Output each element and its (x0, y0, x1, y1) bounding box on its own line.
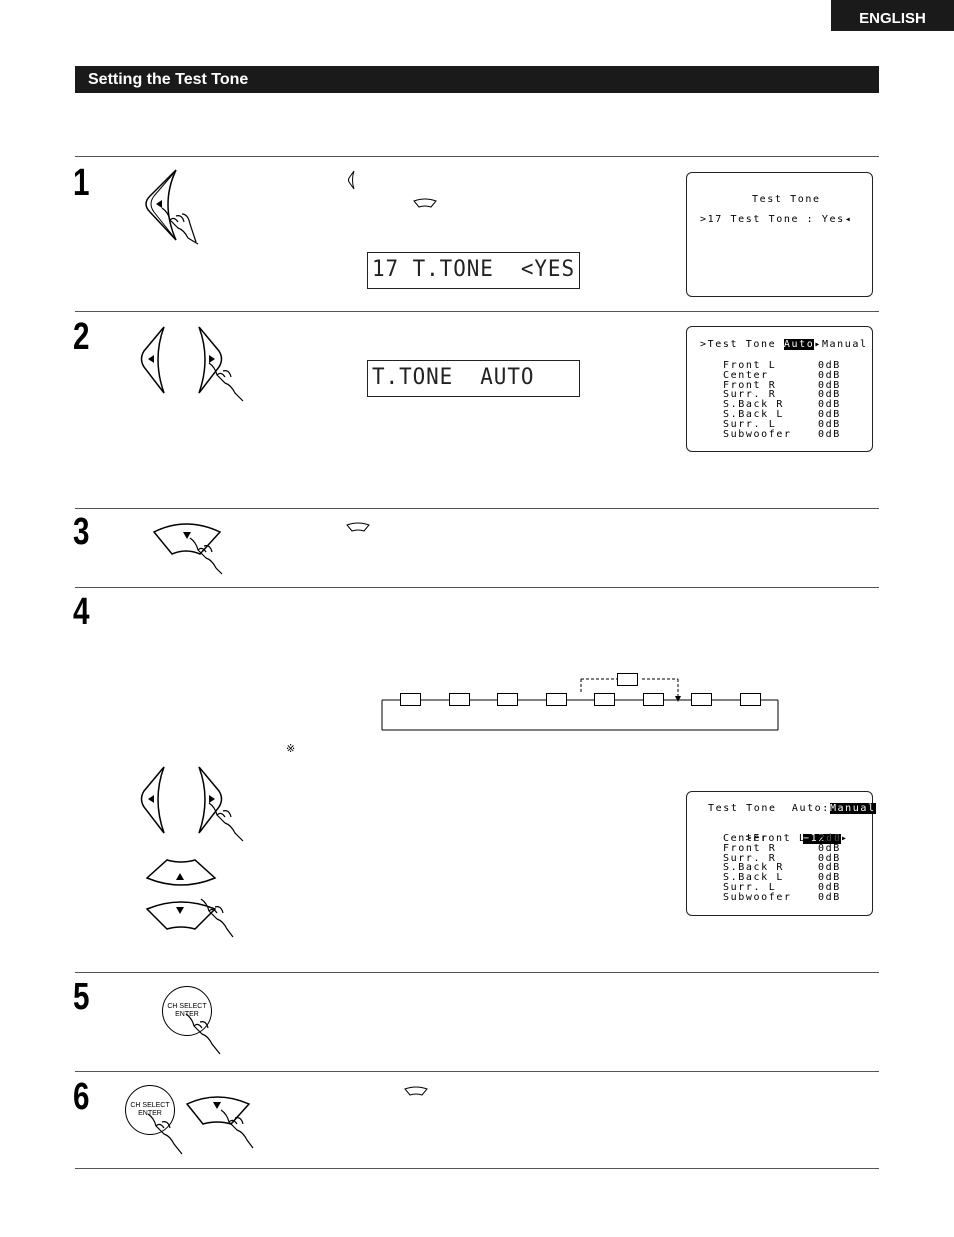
down-arrow-icon (413, 198, 437, 208)
divider (75, 1071, 879, 1072)
osd-header: >Test Tone Auto▸Manual (700, 339, 868, 350)
osd-screen: Test Tone >17 Test Tone : Yes◂ (686, 172, 873, 297)
channel-name: Front L (723, 360, 777, 371)
left-arrow-button-icon (145, 169, 199, 245)
divider (75, 311, 879, 312)
osd-channel-row: Subwoofer 0dB (723, 428, 863, 440)
reference-mark: ※ (286, 742, 296, 755)
osd-channel-row: Front R 0dB (723, 842, 863, 854)
section-title: Setting the Test Tone (75, 66, 879, 93)
channel-name: Surr. R (723, 389, 777, 401)
ch-select-enter-button: CH SELECT ENTER (125, 1085, 175, 1135)
flow-box (643, 693, 664, 706)
up-arrow-button-icon (145, 859, 217, 886)
osd-channel-row: S.Back L 0dB (723, 873, 863, 883)
hand-icon (147, 1113, 183, 1155)
step-number: 6 (73, 1076, 90, 1118)
osd-channel-row: Surr. L 0dB (723, 883, 863, 893)
osd-channel-row: Center 0dB (723, 834, 863, 844)
channel-name: Front R (723, 379, 777, 391)
language-tab: ENGLISH (831, 0, 954, 31)
down-arrow-icon (346, 522, 370, 532)
left-arrow-icon (348, 170, 355, 190)
step-number: 1 (73, 162, 90, 204)
lcd-display: T.TONE AUTO (367, 360, 580, 397)
flow-box (691, 693, 712, 706)
channel-name: Surr. R (723, 852, 777, 864)
flow-box (497, 693, 518, 706)
right-arrow-button-icon (198, 326, 244, 402)
channel-level: 0dB (818, 882, 841, 893)
osd-channel-row: Subwoofer 0dB (723, 891, 863, 903)
channel-level: 0dB (818, 418, 841, 430)
hand-icon (185, 1013, 221, 1055)
channel-level: 0dB (818, 862, 841, 874)
down-arrow-icon (404, 1086, 428, 1096)
osd-channel-row: S.Back L 0dB (723, 410, 863, 420)
osd-channel-row: Surr. R 0dB (723, 390, 863, 400)
channel-name: S.Back L (723, 409, 784, 420)
channel-level: 0dB (818, 872, 841, 884)
osd-selected-row: >Front L−12dB▸ (745, 833, 849, 844)
channel-level: 0dB (818, 399, 841, 411)
flow-box (594, 693, 615, 706)
channel-level: 0dB (818, 842, 841, 854)
channel-level: 0dB (818, 852, 841, 864)
divider (75, 508, 879, 509)
osd-channel-row: Surr. R 0dB (723, 852, 863, 864)
osd-channel-row: Front L 0dB (723, 361, 863, 371)
flow-diagram (381, 678, 779, 731)
channel-level: 0dB (818, 369, 841, 381)
channel-name: Subwoofer (723, 428, 792, 440)
channel-name: S.Back R (723, 399, 784, 411)
channel-name: Surr. L (723, 418, 777, 430)
flow-box (617, 673, 638, 686)
channel-level: 0dB (818, 428, 841, 440)
channel-name: Center (723, 369, 769, 381)
divider (75, 587, 879, 588)
right-arrow-button-icon (198, 766, 244, 842)
divider (75, 156, 879, 157)
flow-box (740, 693, 761, 706)
osd-screen: >Test Tone Auto▸Manual Front L 0dB Center 0… (686, 326, 873, 452)
lcd-display: 17 T.TONE <YES (367, 252, 580, 289)
divider (75, 1168, 879, 1169)
step-number: 5 (73, 976, 90, 1018)
osd-channel-row: Front R 0dB (723, 379, 863, 391)
step-number: 3 (73, 511, 90, 553)
osd-line: >17 Test Tone : Yes◂ (700, 214, 853, 225)
channel-name: Subwoofer (723, 891, 792, 903)
channel-level: 0dB (818, 379, 841, 391)
osd-channel-row: Center 0dB (723, 369, 863, 381)
osd-channel-row: S.Back R 0dB (723, 400, 863, 410)
osd-header: Test Tone Auto:Manual (708, 803, 876, 814)
divider (75, 972, 879, 973)
channel-level: 0dB (818, 360, 841, 371)
down-arrow-button-icon (152, 523, 223, 575)
flow-box (449, 693, 470, 706)
channel-name: S.Back L (723, 872, 784, 884)
flow-box (400, 693, 421, 706)
left-arrow-button-icon (140, 766, 165, 834)
left-arrow-button-icon (140, 326, 165, 394)
osd-channel-row: S.Back R 0dB (723, 863, 863, 873)
osd-screen: Test Tone Auto:Manual >Front L−12dB▸ Cen… (686, 791, 876, 916)
channel-level: 0dB (818, 389, 841, 401)
channel-level: 0dB (818, 833, 841, 844)
channel-name: Center (723, 833, 769, 844)
step-number: 2 (73, 316, 90, 358)
flow-box (546, 693, 567, 706)
channel-level: 0dB (818, 409, 841, 420)
channel-level: 0dB (818, 891, 841, 903)
osd-title: Test Tone (752, 194, 821, 205)
down-arrow-button-icon (145, 898, 234, 938)
osd-channel-row: Surr. L 0dB (723, 418, 863, 430)
channel-name: Surr. L (723, 882, 777, 893)
channel-name: Front R (723, 842, 777, 854)
channel-name: S.Back R (723, 862, 784, 874)
down-arrow-button-icon (185, 1096, 254, 1149)
step-number: 4 (73, 591, 90, 633)
